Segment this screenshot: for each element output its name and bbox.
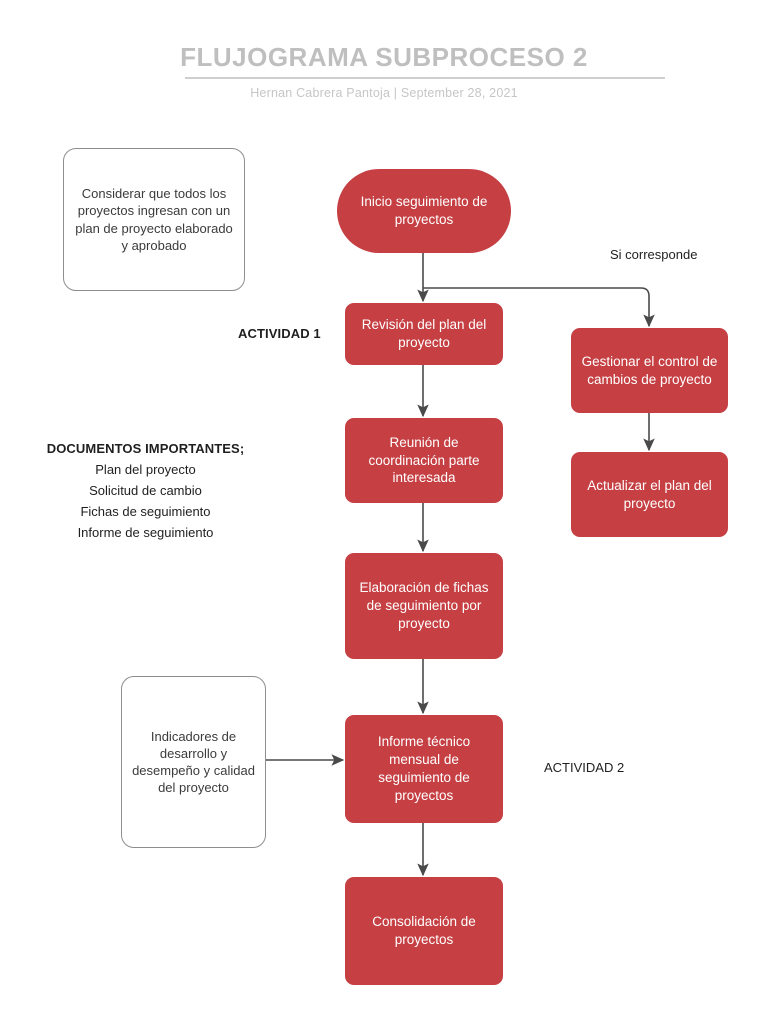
node-reunion-coordinacion[interactable]: Reunión de coordinación parte interesada [345, 418, 503, 503]
label-si-corresponde: Si corresponde [610, 247, 698, 262]
documento-item: Informe de seguimiento [77, 525, 214, 541]
title-divider [185, 77, 665, 79]
documentos-importantes-heading: DOCUMENTOS IMPORTANTES; [46, 441, 245, 456]
documento-item: Plan del proyecto [95, 462, 196, 478]
node-start-seguimiento[interactable]: Inicio seguimiento de proyectos [337, 169, 511, 253]
documento-item: Solicitud de cambio [89, 483, 202, 499]
note-project-plan-assumption: Considerar que todos los proyectos ingre… [63, 148, 245, 291]
node-gestionar-control-cambios[interactable]: Gestionar el control de cambios de proye… [571, 328, 728, 413]
documentos-importantes-block: DOCUMENTOS IMPORTANTES; Plan del proyect… [18, 438, 273, 543]
label-actividad-2-right: ACTIVIDAD 2 [544, 760, 625, 775]
note-indicators: Indicadores de desarrollo y desempeño y … [121, 676, 266, 848]
node-consolidacion-proyectos[interactable]: Consolidación de proyectos [345, 877, 503, 985]
label-actividad-1: ACTIVIDAD 1 [238, 326, 321, 341]
node-informe-tecnico-mensual[interactable]: Informe técnico mensual de seguimiento d… [345, 715, 503, 823]
documento-item: Fichas de seguimiento [80, 504, 211, 520]
byline: Hernan Cabrera Pantoja | September 28, 2… [250, 86, 518, 100]
node-actualizar-plan[interactable]: Actualizar el plan del proyecto [571, 452, 728, 537]
node-elaboracion-fichas[interactable]: Elaboración de fichas de seguimiento por… [345, 553, 503, 659]
page-title: FLUJOGRAMA SUBPROCESO 2 [180, 42, 588, 72]
node-revision-del-plan[interactable]: Revisión del plan del proyecto [345, 303, 503, 365]
